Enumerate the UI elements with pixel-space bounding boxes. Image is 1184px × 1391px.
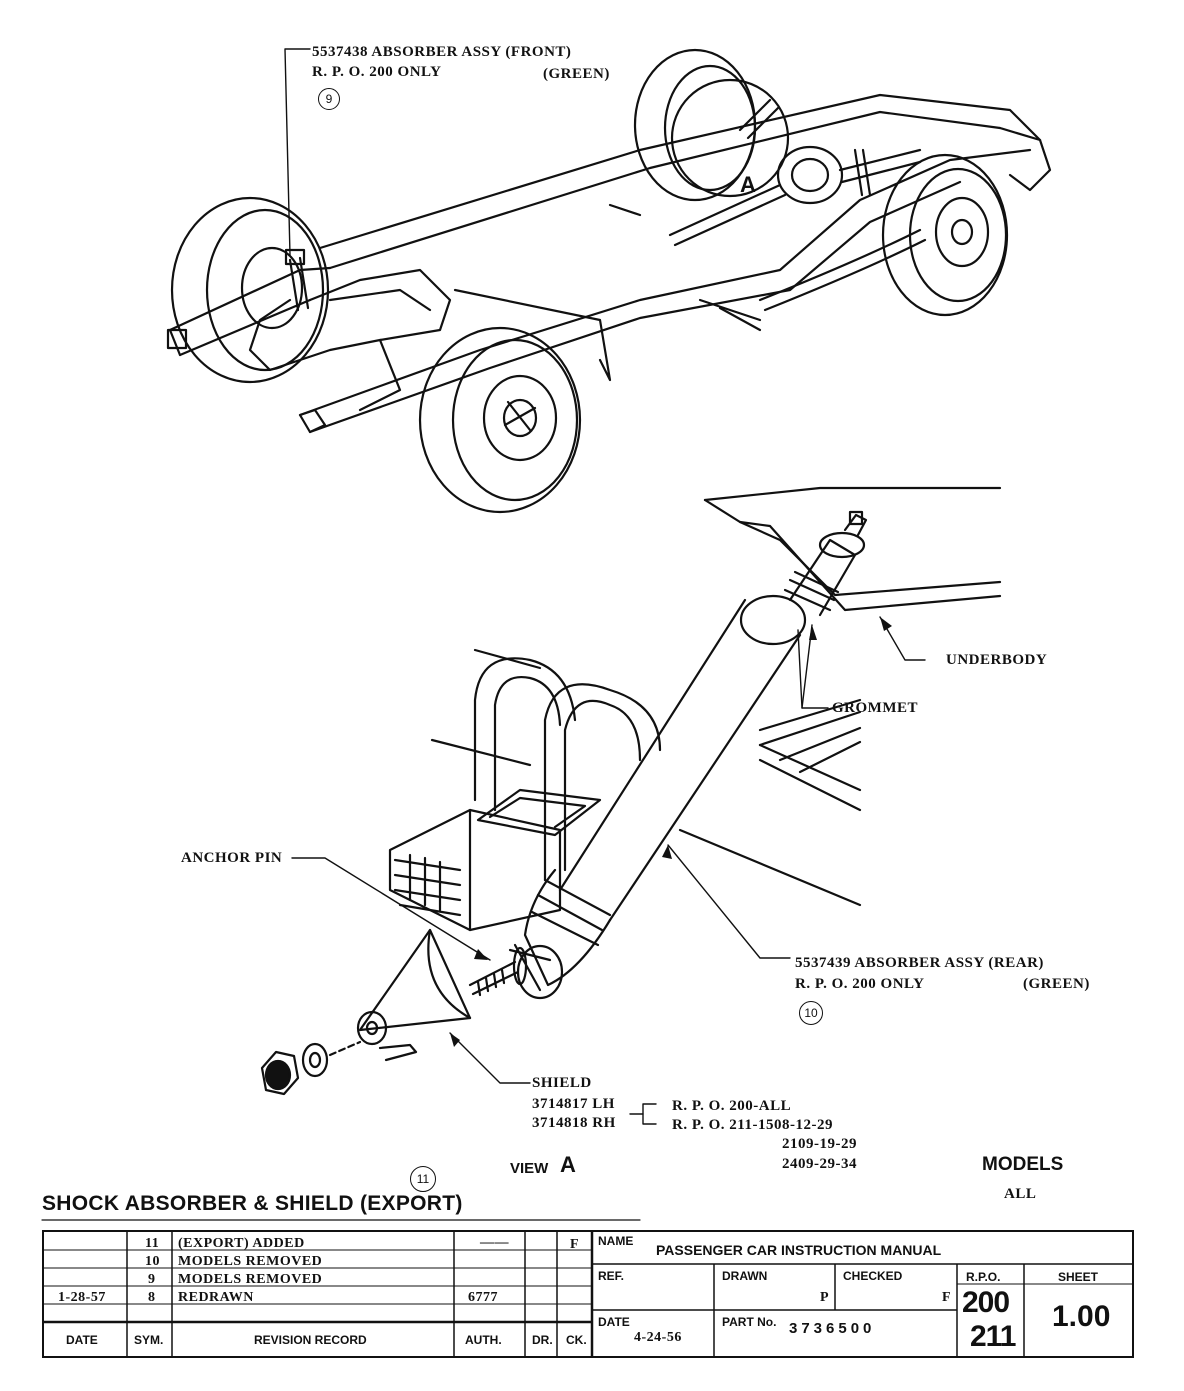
sheet-value: 1.00 — [1052, 1300, 1111, 1333]
checked-value: F — [942, 1290, 952, 1305]
underbody-panel — [703, 486, 1002, 612]
leader-lines — [284, 48, 926, 1125]
shield-rpo-line: R. P. O. 200-ALL — [672, 1098, 792, 1114]
revision-auth: —— — [480, 1235, 509, 1250]
leaf-spring — [758, 698, 862, 774]
arrowheads — [450, 617, 892, 1047]
date-value: 4-24-56 — [634, 1330, 682, 1345]
name-value: PASSENGER CAR INSTRUCTION MANUAL — [656, 1242, 942, 1258]
view-letter: A — [560, 1152, 576, 1177]
anchor-pin-label: ANCHOR PIN — [181, 850, 283, 866]
rear-absorber-color-label: (GREEN) — [1023, 976, 1090, 992]
rear-absorber-ref-number: 10 — [799, 1001, 823, 1025]
revision-symbol: 11 — [145, 1236, 160, 1251]
page-title: SHOCK ABSORBER & SHIELD (EXPORT) — [42, 1192, 463, 1215]
shield-rpo-line: 2109-19-29 — [782, 1136, 857, 1152]
detail-view-circle — [670, 78, 790, 198]
rear-right-wheel — [881, 153, 1009, 317]
revision-date: 1-28-57 — [58, 1290, 106, 1305]
u-bolts — [473, 657, 662, 882]
underbody-label: UNDERBODY — [946, 652, 1048, 668]
shield-rpo-line: R. P. O. 211-1508-12-29 — [672, 1117, 833, 1133]
revision-checked: F — [570, 1237, 580, 1252]
part-number-label: PART No. — [722, 1315, 777, 1329]
title-block-grid — [44, 1232, 1132, 1356]
view-label: VIEW — [510, 1160, 549, 1177]
shield-lh-part: 3714817 LH — [532, 1096, 615, 1112]
rear-left-wheel — [633, 48, 757, 202]
ref-label: REF. — [598, 1269, 625, 1283]
nut-and-washer — [260, 1040, 362, 1096]
name-label: NAME — [598, 1234, 634, 1248]
view-ref-number: 11 — [410, 1166, 436, 1192]
spring-pad — [388, 788, 602, 932]
revision-record: REDRAWN — [178, 1290, 254, 1305]
column-header-revision-record: REVISION RECORD — [254, 1333, 367, 1347]
checked-label: CHECKED — [843, 1269, 903, 1283]
column-header-auth: AUTH. — [465, 1333, 502, 1347]
front-absorber-ref-number: 9 — [318, 88, 340, 110]
shield-label: SHIELD — [532, 1075, 592, 1091]
chassis-frame — [166, 93, 1052, 434]
date-label: DATE — [598, 1315, 630, 1329]
front-left-wheel — [170, 196, 330, 384]
revision-record: (EXPORT) ADDED — [178, 1236, 305, 1251]
models-heading: MODELS — [982, 1154, 1064, 1175]
axle-housing — [430, 648, 862, 907]
front-right-wheel — [418, 326, 582, 514]
rear-shock-absorber — [468, 510, 868, 1000]
rpo-value: 211 — [970, 1320, 1016, 1353]
models-value: ALL — [1004, 1186, 1037, 1202]
rear-absorber-part-label: 5537439 ABSORBER ASSY (REAR) — [795, 955, 1044, 971]
shield-rh-part: 3714818 RH — [532, 1115, 616, 1131]
column-header-dr: DR. — [532, 1333, 553, 1347]
rear-absorber-rpo-label: R. P. O. 200 ONLY — [795, 976, 925, 992]
rpo-label: R.P.O. — [966, 1270, 1001, 1284]
grommet-label: GROMMET — [832, 700, 918, 716]
front-absorber-part-label: 5537438 ABSORBER ASSY (FRONT) — [312, 44, 572, 60]
revision-auth: 6777 — [468, 1290, 498, 1305]
revision-symbol: 8 — [148, 1290, 156, 1305]
revision-record: MODELS REMOVED — [178, 1254, 323, 1269]
title-block: 11 (EXPORT) ADDED —— F 10 MODELS REMOVED… — [42, 1230, 1134, 1358]
front-absorber-color-label: (GREEN) — [543, 66, 610, 82]
revision-symbol: 9 — [148, 1272, 156, 1287]
shield-plate — [356, 928, 472, 1062]
part-number-value: 3736500 — [789, 1320, 876, 1337]
drawn-value: P — [820, 1290, 830, 1305]
drawn-label: DRAWN — [722, 1269, 768, 1283]
shield-rpo-line: 2409-29-34 — [782, 1156, 857, 1172]
rpo-value: 200 — [962, 1286, 1010, 1319]
revision-record: MODELS REMOVED — [178, 1272, 323, 1287]
revision-symbol: 10 — [145, 1254, 160, 1269]
sheet-label: SHEET — [1058, 1270, 1099, 1284]
column-header-date: DATE — [66, 1333, 98, 1347]
detail-view-letter: A — [740, 172, 756, 197]
column-header-sym: SYM. — [134, 1333, 164, 1347]
column-header-ck: CK. — [566, 1333, 587, 1347]
front-absorber-rpo-label: R. P. O. 200 ONLY — [312, 64, 442, 80]
